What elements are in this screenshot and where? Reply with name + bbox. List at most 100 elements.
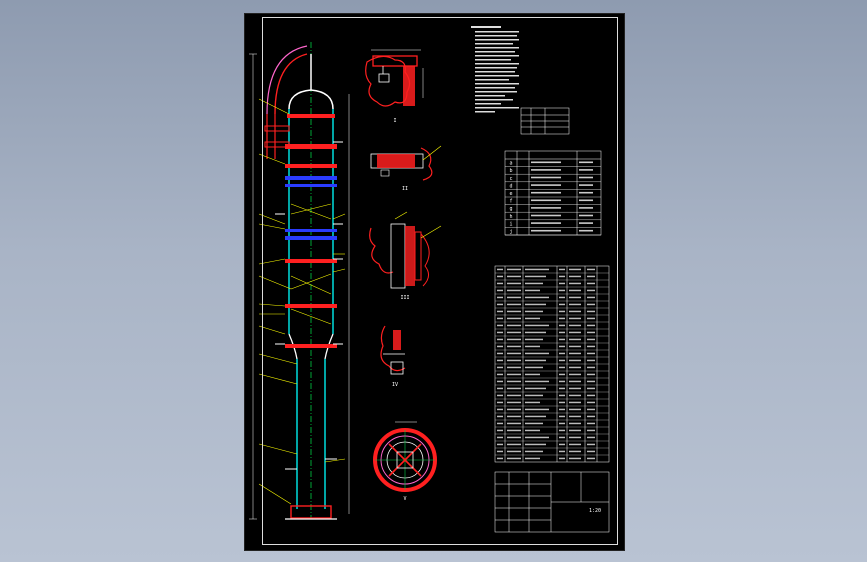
title-block-scale: 1:20 (589, 508, 601, 514)
table-cell-text (569, 450, 581, 453)
table-cell-text (587, 366, 595, 369)
table-cell-text (497, 268, 503, 271)
table-cell-text (507, 303, 521, 306)
table-cell-text (497, 352, 503, 355)
svg-text:V: V (403, 496, 406, 502)
table-cell-text (587, 303, 595, 306)
table-cell-text (587, 450, 595, 453)
detail-view-3: III (369, 211, 442, 301)
table-cell-text (525, 422, 543, 425)
table-cell-text (569, 394, 581, 397)
table-cell-text (525, 366, 543, 369)
dimension-lines (249, 53, 350, 520)
table-cell-text (497, 436, 503, 439)
table-cell-text (587, 289, 595, 292)
table-cell-text (559, 366, 565, 369)
table-cell-text (587, 457, 595, 460)
table-cell-text (587, 422, 595, 425)
table-cell-text (507, 394, 521, 397)
table-cell-text (507, 408, 521, 411)
table-cell-text (525, 268, 549, 271)
table-cell-text (569, 324, 581, 327)
table-cell-text (525, 457, 540, 460)
table-cell-text (559, 394, 565, 397)
table-cell-text (559, 310, 565, 313)
table-cell-text (559, 268, 565, 271)
internal-part (287, 114, 335, 118)
table-cell-text (525, 450, 543, 453)
table-cell-text (569, 310, 581, 313)
nozzle-symbol: a (509, 161, 512, 167)
internal-part (285, 259, 337, 263)
table-cell-text (525, 429, 540, 432)
table-cell-text (497, 401, 503, 404)
nozzle-symbol: h (509, 214, 512, 220)
nozzles (275, 141, 343, 470)
detail-view-2: II (370, 145, 442, 192)
tray-band (285, 236, 337, 240)
design-data-small-table (520, 107, 570, 135)
detail-views: I II III (365, 49, 442, 502)
internal-part (285, 164, 337, 168)
table-cell-text (559, 296, 565, 299)
table-cell-text (525, 338, 543, 341)
table-cell-text (525, 331, 546, 334)
table-cell-text (497, 450, 503, 453)
table-cell-text (497, 289, 503, 292)
table-cell-text (507, 275, 521, 278)
table-cell-text (507, 415, 521, 418)
table-cell-text (587, 394, 595, 397)
table-cell-text (531, 229, 561, 232)
table-cell-text (531, 169, 561, 171)
table-cell-text (587, 415, 595, 418)
parts-list-rows (495, 268, 609, 460)
table-cell-text (559, 443, 565, 446)
internal-part (285, 144, 337, 149)
table-cell-text (559, 324, 565, 327)
table-cell-text (507, 457, 521, 460)
technical-notes-block (470, 23, 522, 115)
table-cell-text (497, 457, 503, 460)
table-cell-text (497, 373, 503, 376)
packing-section (290, 308, 332, 325)
svg-text:II: II (402, 186, 408, 192)
table-cell-text (569, 457, 581, 460)
table-cell-text (507, 324, 521, 327)
table-cell-text (507, 387, 521, 390)
table-cell-text (497, 317, 503, 320)
table-cell-text (507, 366, 521, 369)
nozzle-symbol: g (509, 206, 512, 212)
table-cell-text (507, 450, 521, 453)
table-cell-text (587, 296, 595, 299)
table-cell-text (507, 345, 521, 348)
table-cell-text (579, 222, 593, 224)
table-cell-text (569, 317, 581, 320)
nozzle-symbol: c (509, 176, 512, 182)
table-cell-text (569, 422, 581, 425)
table-cell-text (559, 380, 565, 383)
table-cell-text (587, 331, 595, 334)
table-cell-text (525, 282, 543, 285)
table-cell-text (569, 282, 581, 285)
table-cell-text (525, 415, 546, 418)
table-cell-text (525, 296, 549, 299)
cad-drawing-sheet: I II III (244, 13, 625, 551)
table-cell-text (559, 359, 565, 362)
table-cell-text (579, 176, 593, 179)
table-cell-text (507, 373, 521, 376)
table-cell-text (531, 161, 561, 164)
table-cell-text (569, 303, 581, 306)
skirt-base (290, 505, 332, 519)
table-cell-text (569, 436, 581, 439)
table-cell-text (587, 282, 595, 285)
table-cell-text (507, 429, 521, 432)
table-cell-text (559, 450, 565, 453)
table-cell-text (497, 366, 503, 369)
table-cell-text (531, 176, 561, 179)
table-cell-text (531, 214, 561, 217)
table-cell-text (525, 387, 546, 390)
leader-lines (258, 98, 346, 505)
svg-text:I: I (393, 118, 396, 124)
svg-text:III: III (400, 295, 409, 301)
